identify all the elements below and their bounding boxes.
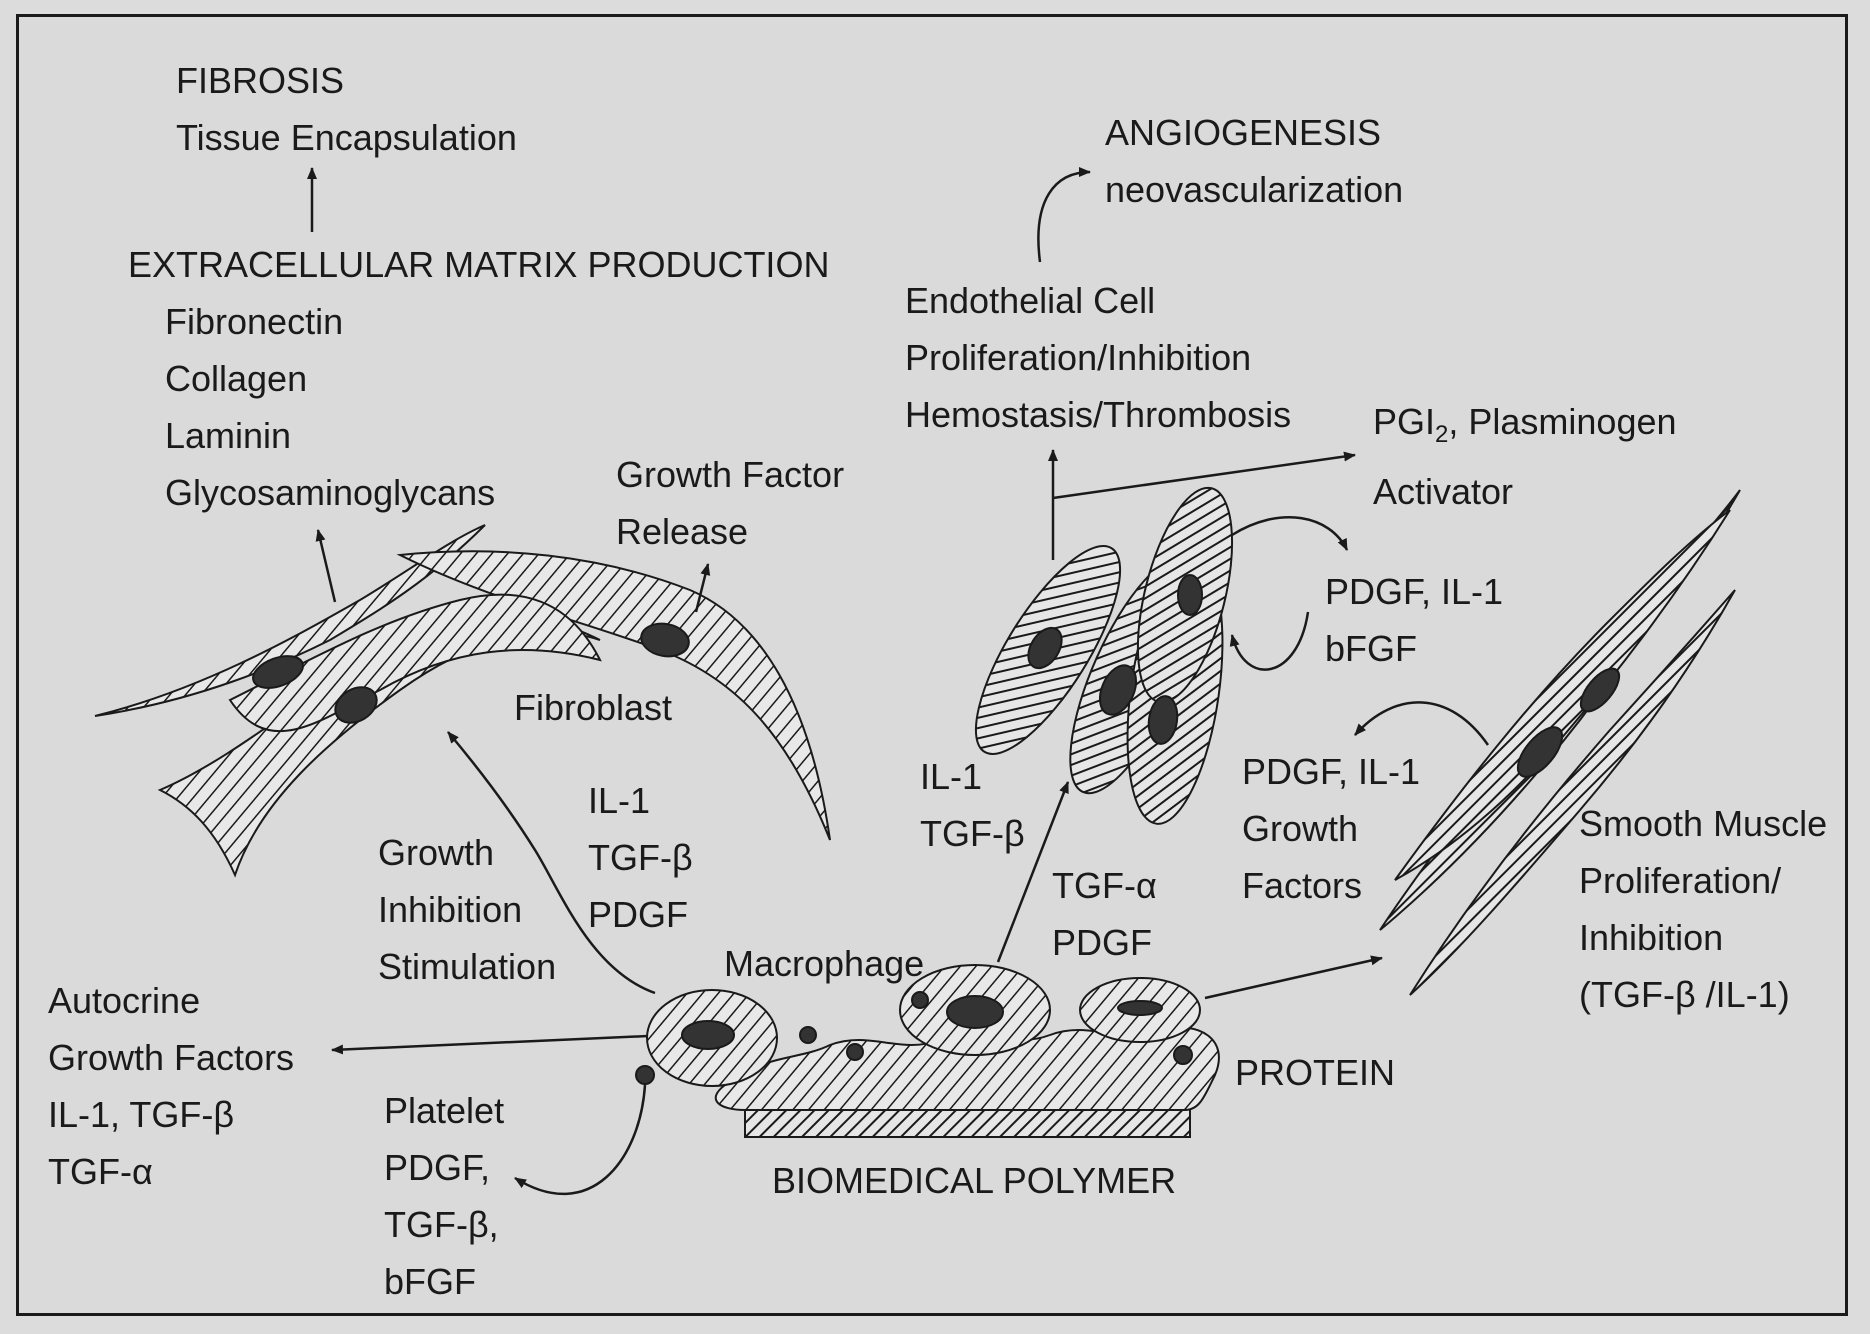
label-line: Factors bbox=[1242, 857, 1420, 914]
label-line: IL-1 bbox=[588, 772, 693, 829]
label-line: Growth Factor bbox=[616, 446, 844, 503]
il1-tgfb-label: IL-1 TGF-β bbox=[920, 748, 1025, 862]
autocrine-label: Autocrine Growth Factors IL-1, TGF-β TGF… bbox=[48, 972, 294, 1200]
label-line: TGF-β bbox=[920, 805, 1025, 862]
label-line: TGF-β, bbox=[384, 1196, 504, 1253]
growth-inhibition-label: Growth Inhibition Stimulation bbox=[378, 824, 556, 995]
label-line: TGF-α bbox=[1052, 857, 1157, 914]
angiogenesis-subtitle: neovascularization bbox=[1105, 161, 1403, 218]
smooth-muscle-label: Smooth Muscle Proliferation/ Inhibition … bbox=[1579, 795, 1827, 1023]
ecm-item: Collagen bbox=[128, 350, 829, 407]
fibroblast-cells bbox=[95, 525, 830, 875]
biomedical-polymer-label: BIOMEDICAL POLYMER bbox=[772, 1152, 1176, 1209]
macrophage-label: Macrophage bbox=[724, 935, 924, 992]
pgi2-label: PGI2, Plasminogen Activator bbox=[1373, 393, 1677, 520]
label-line: TGF-α bbox=[48, 1143, 294, 1200]
label-line: PDGF, IL-1 bbox=[1325, 563, 1503, 620]
label-line: IL-1 bbox=[920, 748, 1025, 805]
arrow-platelet bbox=[515, 1085, 645, 1194]
label-line: PDGF bbox=[1052, 914, 1157, 971]
fibrosis-subtitle: Tissue Encapsulation bbox=[176, 109, 517, 166]
label-line: bFGF bbox=[384, 1253, 504, 1310]
arrow-macrophage-to-smooth-muscle bbox=[1205, 958, 1382, 998]
angiogenesis-title: ANGIOGENESIS bbox=[1105, 104, 1403, 161]
label-line: Proliferation/Inhibition bbox=[905, 329, 1291, 386]
label-line: PDGF, bbox=[384, 1139, 504, 1196]
pdgf-il1-growth-factors-label: PDGF, IL-1 Growth Factors bbox=[1242, 743, 1420, 914]
label-line: Proliferation/ bbox=[1579, 852, 1827, 909]
label-line: Endothelial Cell bbox=[905, 272, 1291, 329]
pgi2-line1: PGI2, Plasminogen bbox=[1373, 393, 1677, 463]
label-line: IL-1, TGF-β bbox=[48, 1086, 294, 1143]
arrow-macrophage-to-autocrine bbox=[332, 1036, 648, 1050]
arrow-endothelial-to-angiogenesis bbox=[1038, 172, 1090, 262]
growth-factor-release-label: Growth Factor Release bbox=[616, 446, 844, 560]
fibrosis-label: FIBROSIS Tissue Encapsulation bbox=[176, 52, 517, 166]
label-line: PROTEIN bbox=[1235, 1044, 1395, 1101]
platelet-label: Platelet PDGF, TGF-β, bFGF bbox=[384, 1082, 504, 1310]
label-line: (TGF-β /IL-1) bbox=[1579, 966, 1827, 1023]
il1-tgfb-pdgf-label: IL-1 TGF-β PDGF bbox=[588, 772, 693, 943]
pgi2-subscript: 2 bbox=[1435, 421, 1448, 448]
label-line: Growth bbox=[1242, 800, 1420, 857]
protein-label: PROTEIN bbox=[1235, 1044, 1395, 1101]
label-line: BIOMEDICAL POLYMER bbox=[772, 1152, 1176, 1209]
label-line: Inhibition bbox=[1579, 909, 1827, 966]
label-line: Growth Factors bbox=[48, 1029, 294, 1086]
pgi2-prefix: PGI bbox=[1373, 401, 1435, 442]
label-line: Autocrine bbox=[48, 972, 294, 1029]
label-line: bFGF bbox=[1325, 620, 1503, 677]
arrow-pdgf-feedback bbox=[1232, 612, 1308, 670]
label-line: Platelet bbox=[384, 1082, 504, 1139]
arrow-endothelial-to-pdgf bbox=[1232, 517, 1347, 550]
pgi2-suffix: , Plasminogen bbox=[1448, 401, 1676, 442]
arrow-fibroblast-to-ecm bbox=[318, 530, 335, 602]
ecm-item: Fibronectin bbox=[128, 293, 829, 350]
label-line: Growth bbox=[378, 824, 556, 881]
label-line: TGF-β bbox=[588, 829, 693, 886]
label-line: Release bbox=[616, 503, 844, 560]
fibrosis-title: FIBROSIS bbox=[176, 52, 517, 109]
label-line: Hemostasis/Thrombosis bbox=[905, 386, 1291, 443]
label-line: Stimulation bbox=[378, 938, 556, 995]
label-line: Activator bbox=[1373, 463, 1677, 520]
tgfa-pdgf-label: TGF-α PDGF bbox=[1052, 857, 1157, 971]
label-line: PDGF bbox=[588, 886, 693, 943]
arrow-smooth-muscle-to-growth-factors bbox=[1355, 702, 1488, 745]
label-line: Macrophage bbox=[724, 935, 924, 992]
ecm-title: EXTRACELLULAR MATRIX PRODUCTION bbox=[128, 236, 829, 293]
label-line: Smooth Muscle bbox=[1579, 795, 1827, 852]
pdgf-il1-bfgf-label: PDGF, IL-1 bFGF bbox=[1325, 563, 1503, 677]
label-line: Inhibition bbox=[378, 881, 556, 938]
angiogenesis-label: ANGIOGENESIS neovascularization bbox=[1105, 104, 1403, 218]
endothelial-label: Endothelial Cell Proliferation/Inhibitio… bbox=[905, 272, 1291, 443]
label-line: Fibroblast bbox=[514, 679, 672, 736]
fibroblast-label: Fibroblast bbox=[514, 679, 672, 736]
label-line: PDGF, IL-1 bbox=[1242, 743, 1420, 800]
